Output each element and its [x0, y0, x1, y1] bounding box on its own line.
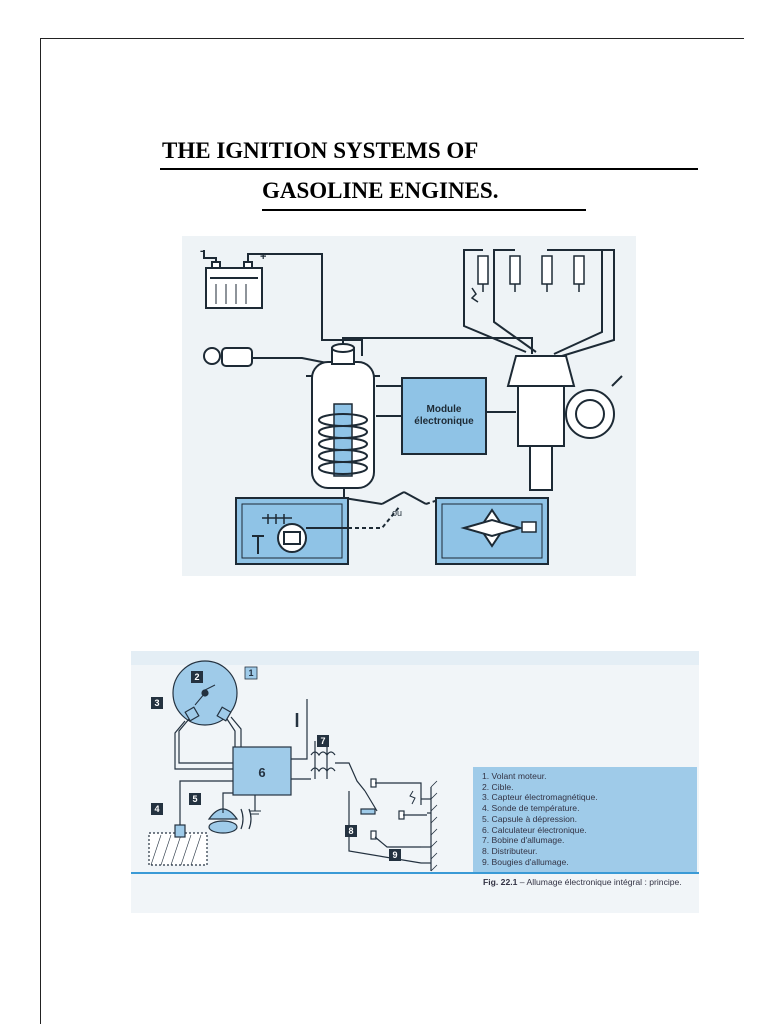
callout-4: 4: [154, 804, 159, 814]
title-underline-2: [262, 209, 586, 211]
callout-5: 5: [192, 794, 197, 804]
ignition-system-diagram: Module électronique ou + -: [182, 236, 636, 576]
battery-icon: [205, 261, 263, 309]
document-title-line-2: GASOLINE ENGINES.: [262, 178, 499, 203]
legend-item: 5. Capsule à dépression.: [482, 813, 578, 824]
callout-9: 9: [392, 850, 397, 860]
page-border-top: [40, 38, 744, 39]
legend-item: 4. Sonde de température.: [482, 803, 580, 814]
magnetic-sensor-box: [235, 497, 349, 565]
figure-legend: 1. Volant moteur. 2. Cible. 3. Capteur é…: [473, 767, 697, 872]
calculator-box: [232, 746, 292, 796]
figure-caption-text: – Allumage électronique intégral : princ…: [517, 877, 682, 887]
legend-item: 2. Cible.: [482, 781, 514, 792]
document-title-line-1: THE IGNITION SYSTEMS OF: [162, 138, 479, 163]
legend-item: 9. Bougies d'allumage.: [482, 856, 569, 867]
callout-8: 8: [348, 826, 353, 836]
figure-caption: Fig. 22.1 – Allumage électronique intégr…: [483, 877, 693, 888]
module-label-line-2: électronique: [414, 416, 474, 427]
callout-1: 1: [248, 668, 253, 678]
legend-item: 7. Bobine d'allumage.: [482, 835, 565, 846]
callout-7: 7: [320, 736, 325, 746]
hall-sensor-box: [435, 497, 549, 565]
ignition-coil-icon: [306, 343, 380, 489]
electronic-module: [401, 377, 487, 455]
legend-item: 3. Capteur électromagnétique.: [482, 792, 598, 803]
battery-minus-label: -: [200, 245, 204, 257]
distributor-icon: [506, 355, 623, 491]
ou-label: ou: [392, 508, 402, 518]
title-underline-1: [160, 168, 698, 170]
battery-plus-label: +: [260, 251, 266, 263]
legend-item: 1. Volant moteur.: [482, 771, 547, 781]
callout-6: 6: [258, 765, 265, 780]
legend-item: 8. Distributeur.: [482, 845, 538, 856]
callout-2: 2: [194, 672, 199, 682]
module-label-line-1: Module: [427, 404, 462, 415]
legend-item: 6. Calculateur électronique.: [482, 824, 587, 835]
coil-symbol: [310, 741, 336, 779]
ignition-key-icon: [203, 347, 272, 367]
callout-3: 3: [154, 698, 159, 708]
spark-plugs-icon: [470, 255, 585, 303]
page-border-left: [40, 38, 41, 1024]
engine-block: [148, 832, 208, 866]
spark-plug-symbols: [409, 780, 438, 872]
figure-number: Fig. 22.1: [483, 877, 518, 887]
